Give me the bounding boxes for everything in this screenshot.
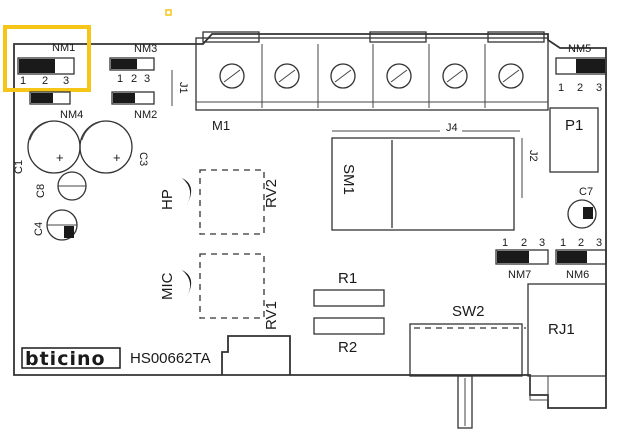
nm1-pin-1: 1 xyxy=(20,75,26,87)
capacitor-c8 xyxy=(57,171,87,201)
nm1-highlight-box xyxy=(3,25,91,92)
jumper-nm2 xyxy=(111,91,155,105)
label-nm5: NM5 xyxy=(568,43,591,55)
resistor-r2 xyxy=(313,317,385,335)
capacitor-c4 xyxy=(46,209,78,241)
model-number: HS00662TA xyxy=(130,350,211,367)
nm1-pin-2: 2 xyxy=(42,75,48,87)
label-rv1: RV1 xyxy=(263,301,280,330)
resistor-r1 xyxy=(313,289,385,307)
screw-4 xyxy=(386,63,412,89)
screw-2 xyxy=(274,63,300,89)
connector-rj1 xyxy=(527,283,607,377)
nm3-pin-3: 3 xyxy=(144,73,150,85)
capacitor-c7 xyxy=(567,199,597,229)
label-c1: C1 xyxy=(13,160,25,174)
jumper-nm5 xyxy=(555,57,607,75)
nm6-pin-1: 1 xyxy=(560,237,566,249)
nm5-pin-3: 3 xyxy=(596,82,602,94)
label-hp: HP xyxy=(159,189,176,210)
jumper-nm4 xyxy=(29,91,71,105)
nm7-pin-1: 1 xyxy=(502,237,508,249)
label-m1: M1 xyxy=(212,118,230,133)
label-j4: J4 xyxy=(446,122,458,134)
label-nm4: NM4 xyxy=(60,109,83,121)
screw-1 xyxy=(219,63,245,89)
label-nm7: NM7 xyxy=(508,269,531,281)
jumper-nm6 xyxy=(555,249,607,265)
jumper-nm3 xyxy=(109,57,155,71)
label-c3: C3 xyxy=(137,152,149,166)
nm6-pin-2: 2 xyxy=(578,237,584,249)
label-j2: J2 xyxy=(527,150,539,162)
capacitor-c3: + xyxy=(79,120,133,174)
label-rv2: RV2 xyxy=(263,179,280,208)
screw-3 xyxy=(330,63,356,89)
label-rj1: RJ1 xyxy=(548,321,575,338)
nm3-pin-2: 2 xyxy=(131,73,137,85)
jumper-nm1 xyxy=(17,57,75,75)
label-r1: R1 xyxy=(338,270,357,287)
svg-text:bticino: bticino xyxy=(25,348,106,370)
board-outline xyxy=(13,33,607,409)
nm7-pin-2: 2 xyxy=(521,237,527,249)
nm6-pin-3: 3 xyxy=(596,237,602,249)
connector-p1 xyxy=(549,107,599,173)
label-c8: C8 xyxy=(35,184,47,198)
nm5-pin-1: 1 xyxy=(558,82,564,94)
label-nm1: NM1 xyxy=(52,42,75,54)
label-nm6: NM6 xyxy=(566,269,589,281)
label-sm1: SM1 xyxy=(340,164,357,195)
c3-polarity: + xyxy=(113,150,121,165)
trimmer-rv1 xyxy=(199,253,265,319)
nm1-pin-3: 3 xyxy=(63,75,69,87)
label-j1: J1 xyxy=(177,82,189,94)
nm5-pin-2: 2 xyxy=(577,82,583,94)
label-c4: C4 xyxy=(33,222,45,236)
nm3-pin-1: 1 xyxy=(117,73,123,85)
jumper-nm7 xyxy=(495,249,549,265)
module-sm1 xyxy=(331,137,515,231)
label-c7: C7 xyxy=(579,186,593,198)
terminal-block xyxy=(195,31,549,111)
screw-6 xyxy=(498,63,524,89)
switch-lever xyxy=(457,375,473,429)
label-nm2: NM2 xyxy=(134,109,157,121)
label-p1: P1 xyxy=(565,117,583,134)
c1-polarity: + xyxy=(56,150,64,165)
marker-dot xyxy=(165,9,172,16)
nm7-pin-3: 3 xyxy=(539,237,545,249)
label-mic: MIC xyxy=(159,272,176,300)
label-sw2: SW2 xyxy=(452,303,485,320)
screw-5 xyxy=(442,63,468,89)
label-nm3: NM3 xyxy=(134,43,157,55)
label-r2: R2 xyxy=(338,339,357,356)
hp-arrow xyxy=(182,178,192,206)
mic-arrow xyxy=(182,270,192,298)
trimmer-rv2 xyxy=(199,169,265,235)
brand-logo: bticino xyxy=(21,347,121,370)
